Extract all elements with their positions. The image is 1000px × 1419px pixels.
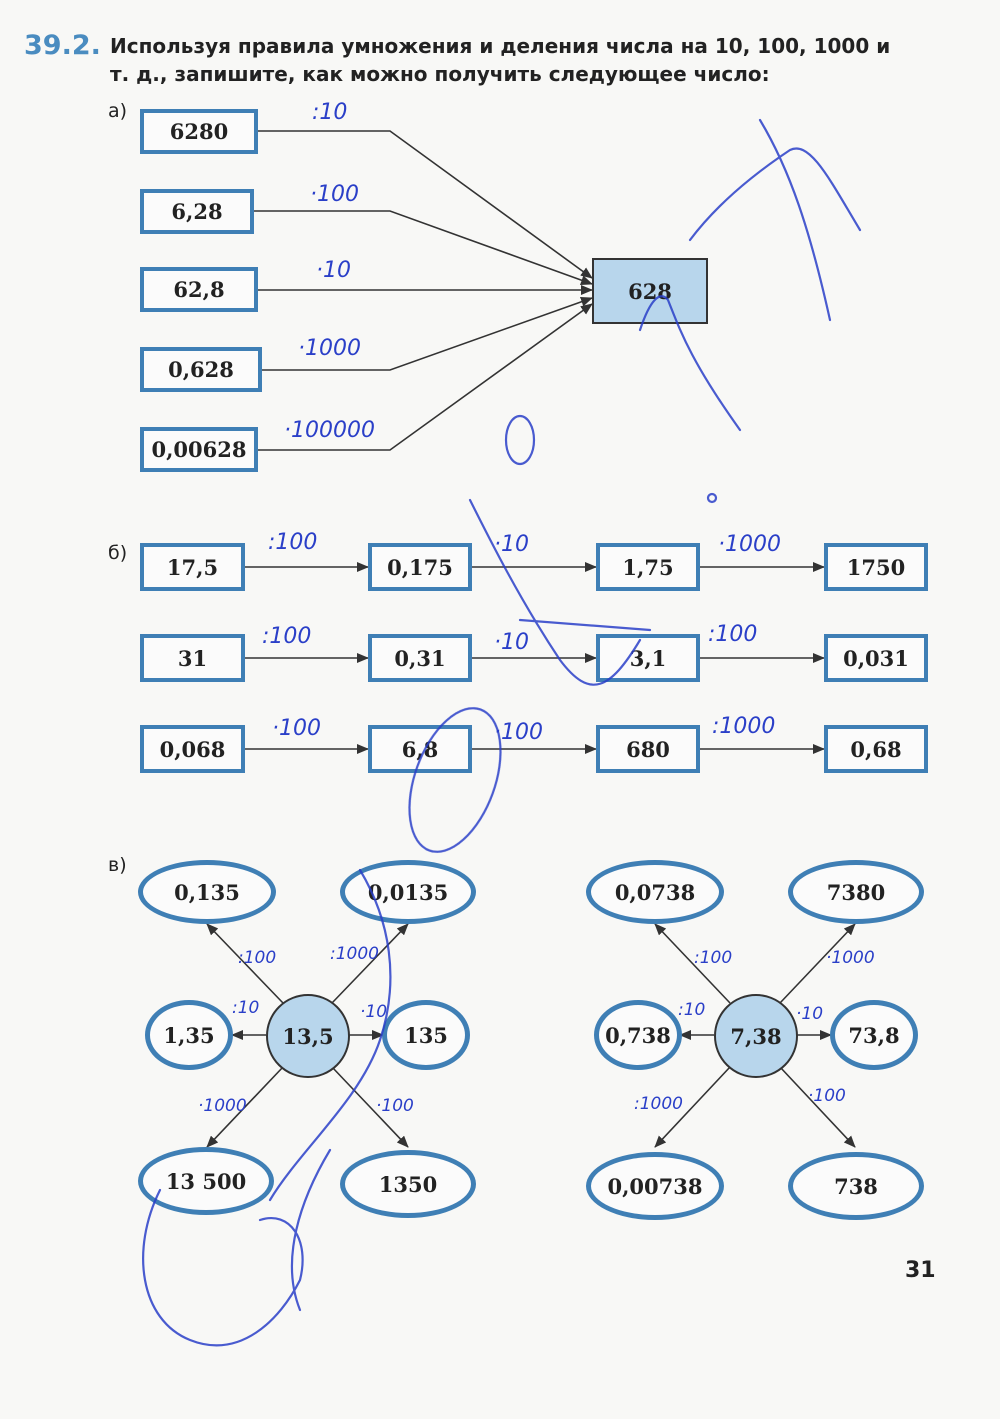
handwritten-operation: ·100 (494, 720, 543, 745)
chain-box: 0,031 (824, 634, 928, 682)
task-number: 39.2. (24, 30, 101, 61)
result-oval: 135 (382, 1000, 470, 1070)
handwritten-operation: :100 (708, 622, 758, 647)
handwritten-operation: ·100 (272, 716, 321, 741)
chain-box: 1,75 (596, 543, 700, 591)
handwritten-operation: :1000 (712, 714, 776, 739)
part-a-label: а) (108, 100, 128, 122)
result-oval: 0,738 (594, 1000, 682, 1070)
handwritten-operation: :100 (238, 948, 277, 968)
handwritten-operation: :1000 (634, 1094, 683, 1114)
result-oval: 0,0135 (340, 860, 476, 924)
result-oval: 738 (788, 1152, 924, 1220)
result-oval: 7380 (788, 860, 924, 924)
arrow-cr-bl (654, 1066, 731, 1148)
result-oval: 0,0738 (586, 860, 724, 924)
arrow-a-2 (254, 210, 593, 285)
handwritten-operation: :10 (312, 100, 348, 125)
arrow-cr-tr (779, 923, 856, 1004)
handwritten-operation: ·1000 (826, 948, 875, 968)
handwritten-operation: ·1000 (718, 532, 781, 557)
chain-box: 17,5 (140, 543, 245, 591)
handwritten-operation: ·100000 (284, 418, 375, 443)
part-c-label: в) (108, 854, 127, 876)
handwritten-operation: ·10 (494, 532, 529, 557)
chain-box: 680 (596, 725, 700, 773)
source-box: 6,28 (140, 189, 254, 234)
instruction-line-2: т. д., запишите, как можно получить след… (110, 62, 770, 86)
handwritten-operation: ·10 (360, 1002, 388, 1022)
result-oval: 13 500 (138, 1147, 274, 1215)
handwritten-operation: :100 (268, 530, 318, 555)
chain-box: 1750 (824, 543, 928, 591)
handwritten-operation: ·1000 (198, 1096, 247, 1116)
source-box: 62,8 (140, 267, 258, 312)
center-circle: 13,5 (266, 994, 350, 1078)
handwritten-operation: ·10 (316, 258, 351, 283)
handwritten-operation: ·100 (310, 182, 359, 207)
chain-box: 3,1 (596, 634, 700, 682)
part-b-label: б) (108, 542, 128, 564)
handwritten-operation: ·10 (796, 1004, 824, 1024)
arrow-cr-tl (654, 923, 731, 1004)
chain-box: 0,31 (368, 634, 472, 682)
handwritten-operation: :100 (694, 948, 733, 968)
result-oval: 1350 (340, 1150, 476, 1218)
arrow-cr-br (779, 1066, 856, 1148)
source-box: 0,628 (140, 347, 262, 392)
result-oval: 1,35 (145, 1000, 233, 1070)
handwritten-operation: :10 (232, 998, 260, 1018)
page-number: 31 (905, 1258, 936, 1283)
chain-box: 0,068 (140, 725, 245, 773)
chain-box: 6,8 (368, 725, 472, 773)
arrow-a-1 (258, 130, 593, 279)
handwritten-operation: :10 (678, 1000, 706, 1020)
handwritten-operation: :1000 (330, 944, 379, 964)
instruction-line-1: Используя правила умножения и деления чи… (110, 34, 891, 58)
result-oval: 73,8 (830, 1000, 918, 1070)
handwritten-operation: :100 (262, 624, 312, 649)
handwritten-operation: ·100 (376, 1096, 414, 1116)
result-oval: 0,135 (138, 860, 276, 924)
chain-box: 0,175 (368, 543, 472, 591)
handwritten-operation: ·10 (494, 630, 529, 655)
handwritten-operation: ·100 (808, 1086, 846, 1106)
center-circle: 7,38 (714, 994, 798, 1078)
handwritten-operation: ·1000 (298, 336, 361, 361)
source-box: 0,00628 (140, 427, 258, 472)
arrow-a-5 (258, 303, 593, 451)
chain-box: 31 (140, 634, 245, 682)
result-oval: 0,00738 (586, 1152, 724, 1220)
target-box: 628 (592, 258, 708, 324)
chain-box: 0,68 (824, 725, 928, 773)
arrow-a-4 (262, 296, 593, 371)
source-box: 6280 (140, 109, 258, 154)
